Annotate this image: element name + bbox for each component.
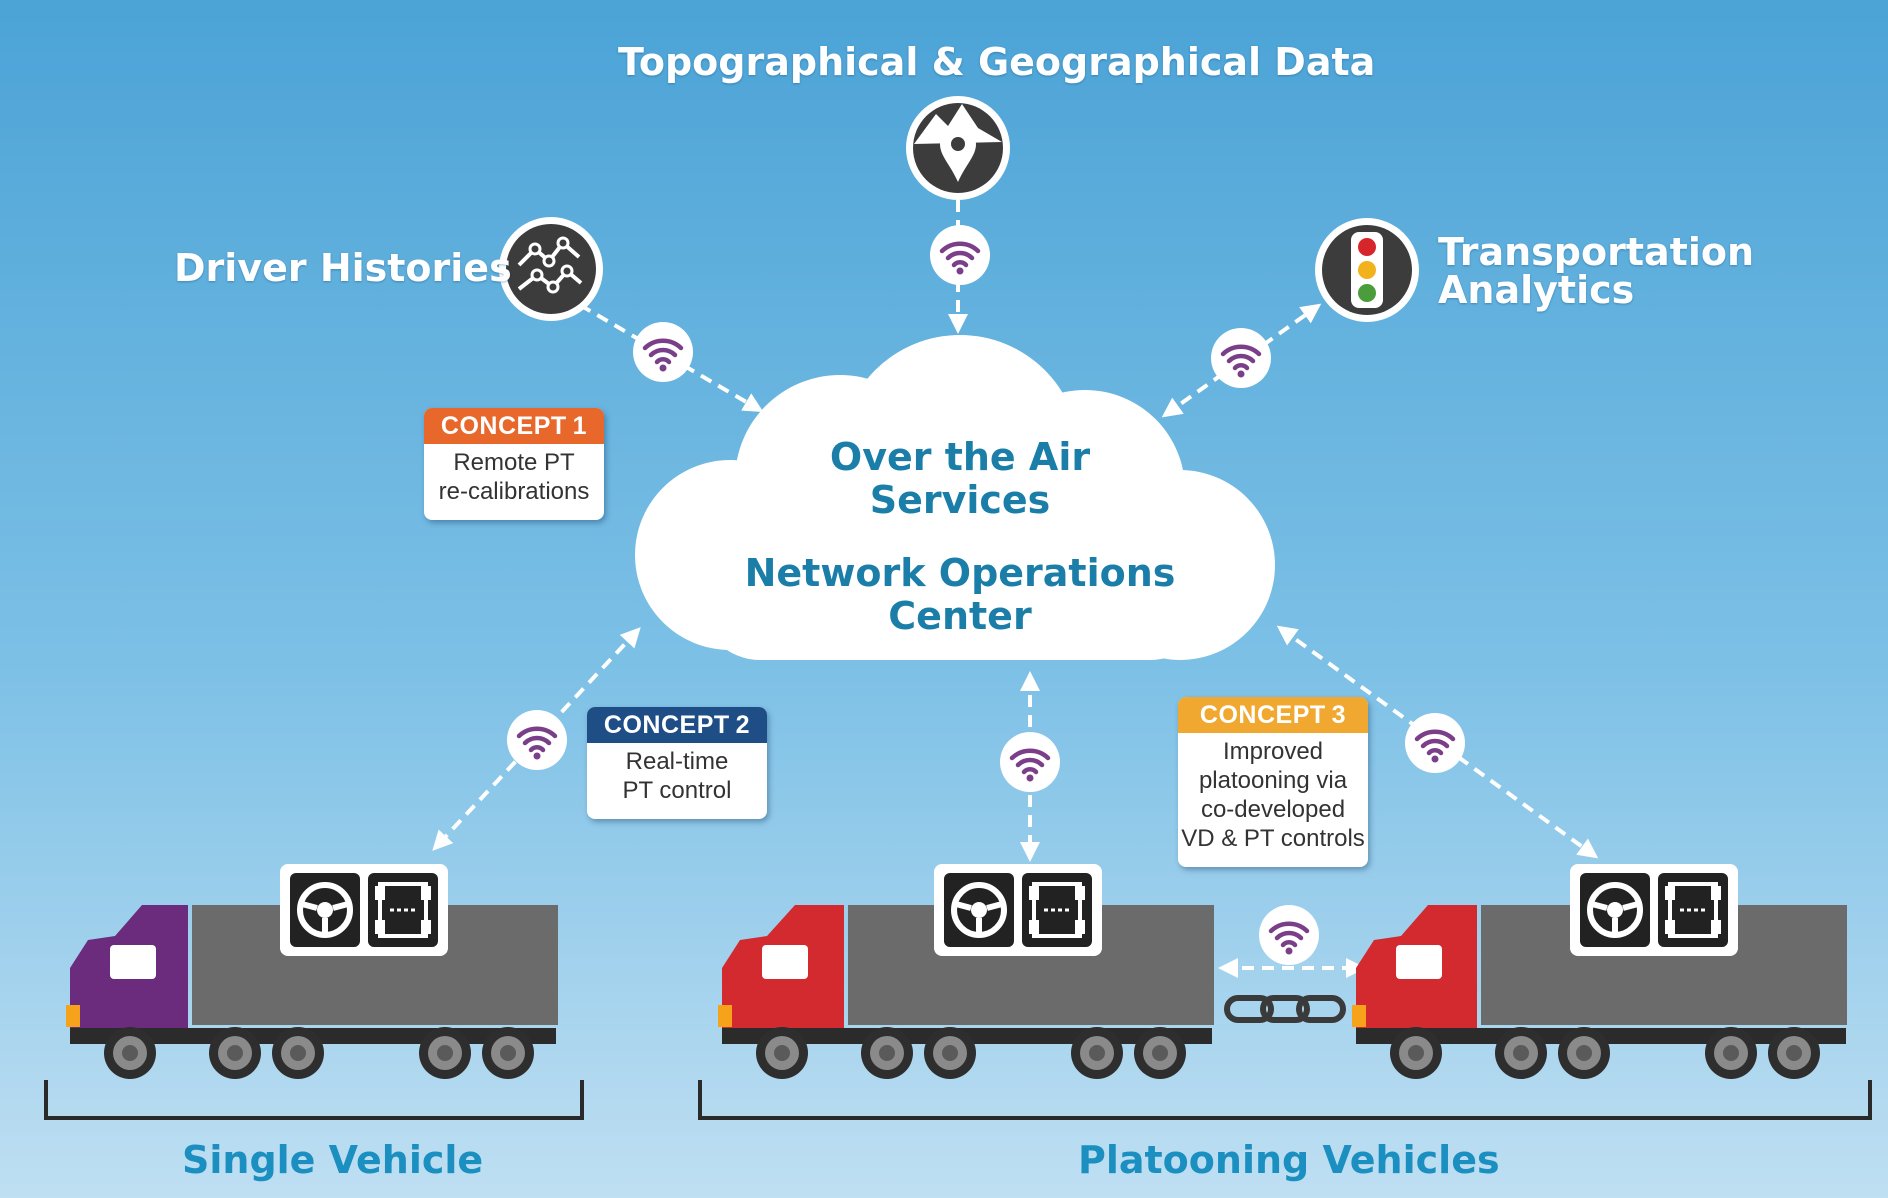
label-transportation: Transportation [1438,230,1755,274]
concept-1-number: 1 [572,412,588,440]
wifi-icon [1259,905,1319,965]
wifi-icon [633,322,693,382]
truck-single [66,864,558,1079]
concept-3-line-2: platooning via [1198,767,1348,794]
cloud-shape [635,335,1275,660]
concept-1-line-1: Remote PT [453,449,575,476]
concept-3-line-3: co-developed [1200,796,1346,823]
concept-3-label: CONCEPT [1199,701,1326,729]
concept-3-line-4: VD & PT controls [1181,825,1365,852]
mountain-location-icon [906,96,1010,200]
line-graph-icon [499,217,603,321]
concept-1-label: CONCEPT [440,412,567,440]
wifi-icon [1000,732,1060,792]
cloud-subtitle: Network Operations Center [720,552,1200,638]
label-analytics: Analytics [1438,268,1635,312]
controls-icon [280,864,448,956]
controls-icon [1570,864,1738,956]
truck-platoon-follow [1352,864,1847,1079]
label-single-vehicle: Single Vehicle [182,1138,484,1182]
label-driver-histories: Driver Histories [174,246,512,290]
bracket-platoon [698,1080,1872,1120]
label-platooning-vehicles: Platooning Vehicles [1078,1138,1500,1182]
cloud-title: Over the Air Services [760,436,1160,522]
cloud-line-center: Center [888,594,1032,638]
connector-platoon-follow [1276,625,1599,859]
traffic-light-icon [1315,218,1419,322]
concept-2-line-1: Real-time [625,748,729,775]
concept-3-line-1: Improved [1222,738,1324,765]
chain-link-icon [1224,995,1346,1023]
controls-icon [934,864,1102,956]
wifi-icon [1405,713,1465,773]
label-topographical-data: Topographical & Geographical Data [618,40,1376,84]
cloud-line-over-the-air: Over the Air [829,435,1091,479]
concept-2-number: 2 [735,711,751,739]
wifi-icon [1211,328,1271,388]
concept-1-line-2: re-calibrations [438,478,590,505]
connector-right [1161,303,1322,418]
cloud-line-network-operations: Network Operations [744,551,1176,595]
concept-2-label: CONCEPT [603,711,730,739]
wifi-icon [930,225,990,285]
concept-3-number: 3 [1331,701,1347,729]
concept-2-line-2: PT control [622,777,732,804]
truck-platoon-lead [718,864,1214,1079]
wifi-icon [507,710,567,770]
bracket-single [44,1080,584,1120]
cloud-line-services: Services [869,478,1051,522]
